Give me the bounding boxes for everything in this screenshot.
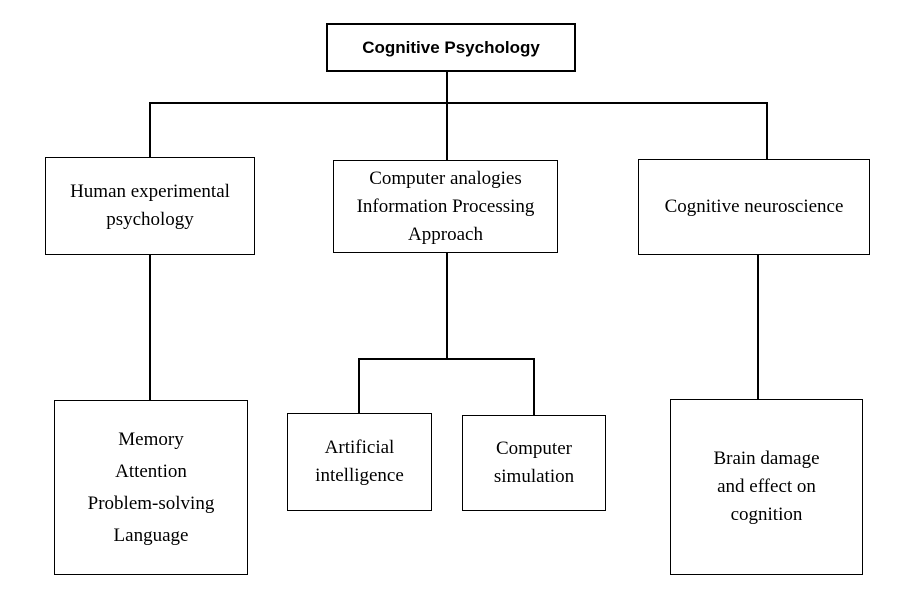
node-human-experimental-psychology: Human experimental psychology	[45, 157, 255, 255]
connector-neuro-to-brain	[757, 254, 759, 400]
connector-root-stem	[446, 71, 448, 103]
node-label: Human experimental psychology	[70, 181, 230, 230]
connector-top-horizontal	[149, 102, 768, 104]
node-memory-attention-list: Memory Attention Problem-solving Languag…	[54, 400, 248, 575]
connector-drop-neuro	[766, 102, 768, 160]
node-label: Artificial intelligence	[315, 437, 404, 486]
node-artificial-intelligence: Artificial intelligence	[287, 413, 432, 511]
node-label: Memory Attention Problem-solving Languag…	[87, 428, 215, 546]
connector-human-to-memory	[149, 254, 151, 401]
connector-drop-ai	[358, 358, 360, 414]
node-label: Computer analogies Information Processin…	[356, 167, 535, 245]
node-label: Cognitive Psychology	[362, 38, 540, 57]
node-brain-damage: Brain damage and effect on cognition	[670, 399, 863, 575]
node-label: Cognitive neuroscience	[664, 196, 844, 217]
connector-mid-horizontal	[358, 358, 535, 360]
connector-drop-computer	[446, 102, 448, 161]
node-cognitive-neuroscience: Cognitive neuroscience	[638, 159, 870, 255]
connector-drop-sim	[533, 358, 535, 417]
node-label: Computer simulation	[493, 438, 575, 487]
node-label: Brain damage and effect on cognition	[713, 448, 820, 525]
node-computer-simulation: Computer simulation	[462, 415, 606, 511]
node-computer-analogies: Computer analogies Information Processin…	[333, 160, 558, 253]
connector-drop-human	[149, 102, 151, 158]
node-cognitive-psychology: Cognitive Psychology	[326, 23, 576, 72]
connector-computer-stem	[446, 252, 448, 359]
